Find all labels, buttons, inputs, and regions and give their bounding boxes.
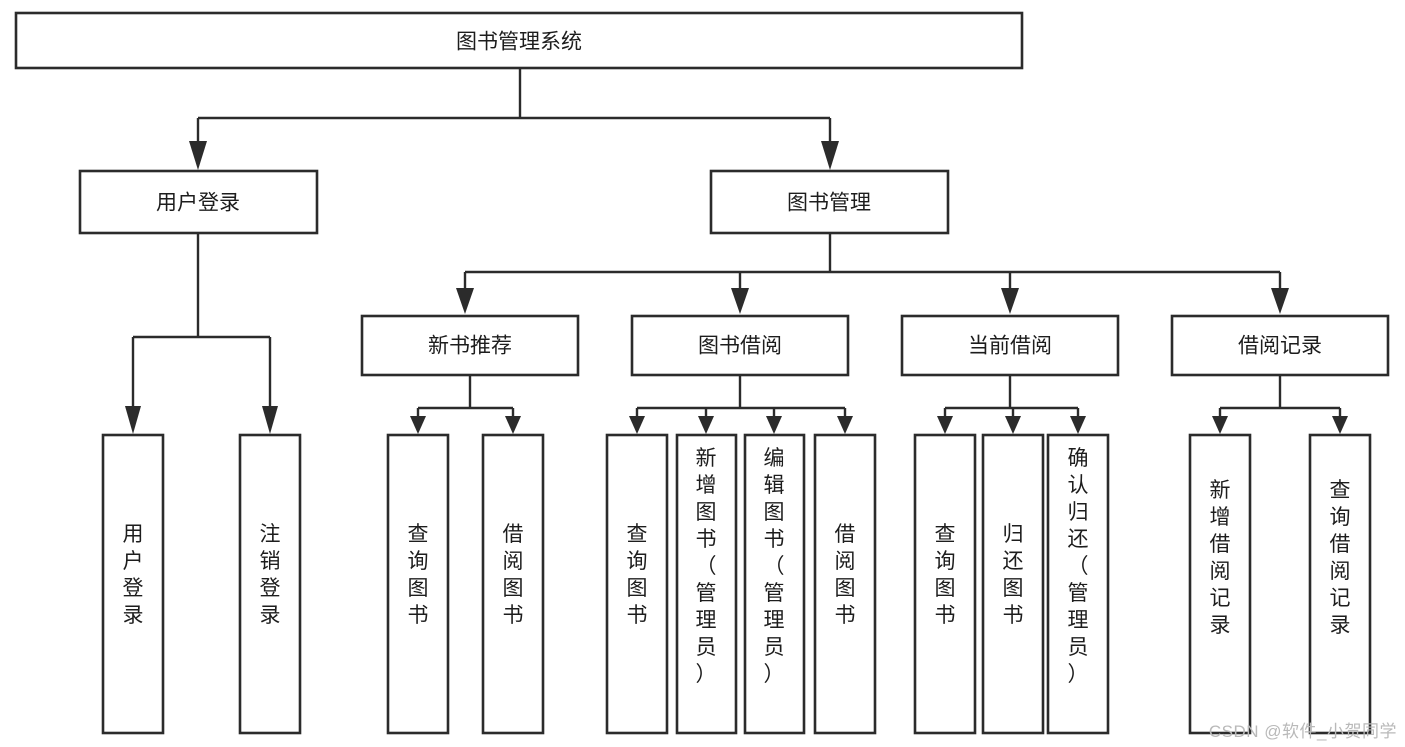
arrow-head-leaf-logout-login [262, 406, 278, 434]
node-leaf-borrow-book-2-box[interactable] [813, 433, 877, 735]
node-leaf-add-book-label: 新增图书（管理员） [696, 447, 717, 686]
node-current-borrow-box[interactable] [900, 314, 1120, 377]
node-root-box[interactable] [14, 11, 1024, 70]
connectors-user-login [125, 233, 278, 434]
node-leaf-return-book[interactable]: 归还图书 [981, 433, 1045, 735]
arrow-head-borrow-record [1271, 288, 1289, 314]
node-root-system[interactable]: 图书管理系统 [14, 11, 1024, 70]
node-leaf-query-book-3-box[interactable] [913, 433, 977, 735]
node-new-book-recommend[interactable]: 新书推荐 [360, 314, 580, 377]
node-leaf-borrow-book-1-box[interactable] [481, 433, 545, 735]
arrow-head-leaf-query-book-2 [629, 416, 645, 434]
node-book-borrow[interactable]: 图书借阅 [630, 314, 850, 377]
arrow-head-leaf-borrow-book-1 [505, 416, 521, 434]
node-user-login-label: 用户登录 [156, 192, 240, 215]
node-leaf-edit-book-label: 编辑图书（管理员） [764, 447, 785, 686]
node-leaf-borrow-book-1-label: 借阅图书 [503, 523, 524, 627]
node-leaf-user-login-label: 用户登录 [123, 523, 144, 627]
node-leaf-confirm-return-box[interactable] [1046, 433, 1110, 735]
arrow-head-book-borrow [731, 288, 749, 314]
arrow-head-leaf-query-book-3 [937, 416, 953, 434]
node-borrow-record[interactable]: 借阅记录 [1170, 314, 1390, 377]
node-leaf-borrow-book-2-label: 借阅图书 [835, 523, 856, 627]
node-leaf-query-record[interactable]: 查询借阅记录 [1308, 433, 1372, 735]
node-leaf-add-record-box[interactable] [1188, 433, 1252, 735]
node-user-login-box[interactable] [78, 169, 319, 235]
node-root-label: 图书管理系统 [456, 31, 582, 54]
node-book-manage[interactable]: 图书管理 [709, 169, 950, 235]
node-leaf-query-book-3[interactable]: 查询图书 [913, 433, 977, 735]
node-leaf-query-book-1[interactable]: 查询图书 [386, 433, 450, 735]
arrow-head-book-manage [821, 141, 839, 170]
arrow-head-user-login [189, 141, 207, 170]
node-current-borrow-label: 当前借阅 [968, 335, 1052, 358]
arrow-head-new-book-recommend [456, 288, 474, 314]
arrow-head-current-borrow [1001, 288, 1019, 314]
node-leaf-confirm-return-label: 确认归还（管理员） [1068, 447, 1089, 686]
arrow-head-leaf-edit-book [766, 416, 782, 434]
node-leaf-user-login[interactable]: 用户登录 [101, 433, 165, 735]
arrow-head-leaf-user-login [125, 406, 141, 434]
arrow-head-leaf-return-book [1005, 416, 1021, 434]
node-book-borrow-label: 图书借阅 [698, 335, 782, 358]
node-leaf-add-book[interactable]: 新增图书（管理员） [675, 433, 738, 735]
connectors-book-manage [456, 234, 1289, 314]
node-leaf-borrow-book-2[interactable]: 借阅图书 [813, 433, 877, 735]
node-book-manage-label: 图书管理 [787, 192, 871, 215]
node-leaf-add-book-box[interactable] [675, 433, 738, 735]
node-user-login[interactable]: 用户登录 [78, 169, 319, 235]
connectors-book-borrow [629, 376, 853, 434]
node-leaf-query-record-box[interactable] [1308, 433, 1372, 735]
node-leaf-add-record[interactable]: 新增借阅记录 [1188, 433, 1252, 735]
node-leaf-return-book-label: 归还图书 [1003, 523, 1024, 627]
node-leaf-logout-login-box[interactable] [238, 433, 302, 735]
node-leaf-user-login-box[interactable] [101, 433, 165, 735]
node-new-book-recommend-label: 新书推荐 [428, 335, 512, 358]
node-current-borrow[interactable]: 当前借阅 [900, 314, 1120, 377]
connectors-current-borrow [937, 376, 1086, 434]
arrow-head-leaf-query-book-1 [410, 416, 426, 434]
node-leaf-query-book-1-label: 查询图书 [408, 523, 429, 627]
node-borrow-record-box[interactable] [1170, 314, 1390, 377]
node-leaf-query-book-3-label: 查询图书 [935, 523, 956, 627]
node-leaf-query-record-label: 查询借阅记录 [1330, 479, 1351, 637]
node-leaf-query-book-2-box[interactable] [605, 433, 669, 735]
arrow-head-leaf-confirm-return [1070, 416, 1086, 434]
connectors-root [189, 68, 839, 170]
arrow-head-leaf-borrow-book-2 [837, 416, 853, 434]
node-leaf-query-book-2[interactable]: 查询图书 [605, 433, 669, 735]
node-borrow-record-label: 借阅记录 [1238, 335, 1322, 358]
node-leaf-edit-book[interactable]: 编辑图书（管理员） [743, 433, 806, 735]
node-leaf-logout-login-label: 注销登录 [260, 523, 281, 627]
connectors-new-book-recommend [410, 376, 521, 434]
node-leaf-confirm-return[interactable]: 确认归还（管理员） [1046, 433, 1110, 735]
arrow-head-leaf-add-record [1212, 416, 1228, 434]
connectors-borrow-record [1212, 376, 1348, 434]
arrow-head-leaf-add-book [698, 416, 714, 434]
arrow-head-leaf-query-record [1332, 416, 1348, 434]
node-leaf-query-book-1-box[interactable] [386, 433, 450, 735]
node-leaf-logout-login[interactable]: 注销登录 [238, 433, 302, 735]
node-new-book-recommend-box[interactable] [360, 314, 580, 377]
node-book-manage-box[interactable] [709, 169, 950, 235]
node-leaf-query-book-2-label: 查询图书 [627, 523, 648, 627]
node-leaf-borrow-book-1[interactable]: 借阅图书 [481, 433, 545, 735]
node-leaf-return-book-box[interactable] [981, 433, 1045, 735]
node-book-borrow-box[interactable] [630, 314, 850, 377]
node-leaf-add-record-label: 新增借阅记录 [1210, 479, 1231, 637]
node-leaf-edit-book-box[interactable] [743, 433, 806, 735]
